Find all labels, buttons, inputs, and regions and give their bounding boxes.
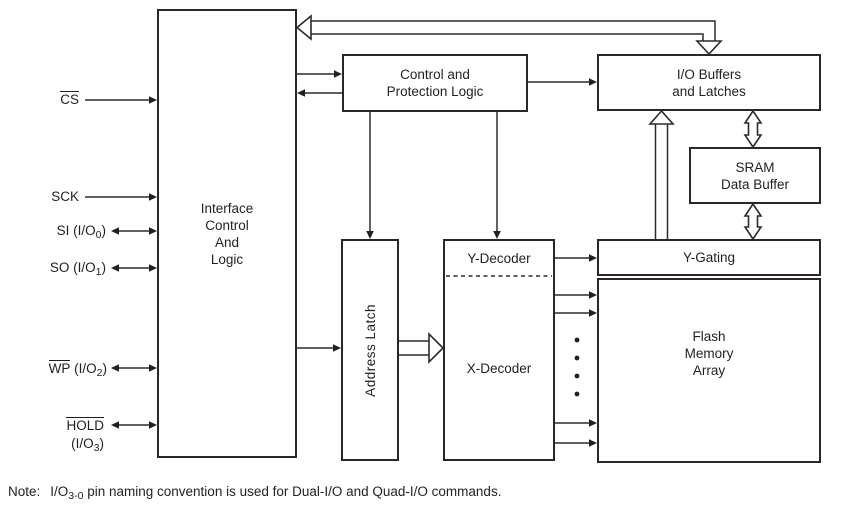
wp-overline-text: WP xyxy=(48,360,71,376)
y-gating-label: Y-Gating xyxy=(682,250,736,265)
x-decoder-label: X-Decoder xyxy=(466,361,532,376)
addresslatch-to-decoder-arrow xyxy=(399,332,445,364)
so-close: ) xyxy=(101,260,107,275)
block-y-gating: Y-Gating xyxy=(597,239,821,276)
control-label-line2: Protection Logic xyxy=(386,84,484,99)
interface-label-line2: Control xyxy=(205,217,249,233)
hold-pin-arrow xyxy=(111,421,157,429)
cs-pin-arrow xyxy=(85,96,157,104)
sram-label-line1: SRAM xyxy=(735,159,775,175)
si-text: SI (I/O xyxy=(56,223,96,238)
block-sram-data-buffer: SRAM Data Buffer xyxy=(689,147,821,204)
interface-control-arrows xyxy=(297,70,342,97)
control-down-arrows xyxy=(366,112,501,239)
block-flash-memory-array: Flash Memory Array xyxy=(597,278,821,463)
iobuffers-sram-arrow xyxy=(743,109,763,149)
flash-label-line3: Array xyxy=(692,363,726,378)
wp-close: ) xyxy=(102,361,108,376)
interface-label-line3: And xyxy=(214,234,240,250)
si-sub: 0 xyxy=(95,229,102,241)
block-address-latch: Address Latch xyxy=(341,239,399,461)
wp-pin-arrow xyxy=(111,364,157,372)
pin-label-hold: HOLD (I/O3) xyxy=(14,417,104,458)
address-latch-label: Address Latch xyxy=(362,303,378,397)
top-bus-arrow xyxy=(295,14,723,56)
pin-label-sck: SCK xyxy=(21,189,79,205)
hold-io-text: (I/O xyxy=(71,436,94,451)
note-prefix: Note: xyxy=(8,484,41,499)
wp-sub: 2 xyxy=(96,367,103,379)
hold-overline-text: HOLD xyxy=(66,417,104,433)
block-io-buffers-latches: I/O Buffers and Latches xyxy=(597,54,821,111)
note-text: Note: I/O3-0 pin naming convention is use… xyxy=(8,484,501,502)
interface-label-line1: Interface xyxy=(200,200,254,216)
decoder-output-arrows xyxy=(555,254,597,447)
note-io: I/O xyxy=(50,484,69,499)
interface-to-addresslatch-arrow xyxy=(297,344,341,352)
hold-sub: 3 xyxy=(93,442,100,454)
cs-overline-text: CS xyxy=(60,91,79,107)
note-body: pin naming convention is used for Dual-I… xyxy=(83,484,502,499)
control-to-iobuffers-arrow xyxy=(528,78,597,86)
si-pin-arrow xyxy=(111,227,157,235)
block-control-protection-logic: Control and Protection Logic xyxy=(342,54,528,112)
note-sub: 3-0 xyxy=(68,490,84,502)
pin-label-wp: WP (I/O2) xyxy=(14,360,107,381)
io-buffers-label-line2: and Latches xyxy=(672,83,746,99)
so-sub: 1 xyxy=(95,266,102,278)
io-buffers-label-line1: I/O Buffers xyxy=(676,66,742,82)
pin-label-cs: CS xyxy=(21,91,79,108)
flash-label-line2: Memory xyxy=(684,346,734,361)
si-close: ) xyxy=(101,223,107,238)
control-label-line1: Control and xyxy=(400,67,470,82)
sram-ygating-arrow xyxy=(743,202,763,241)
pin-label-so: SO (I/O1) xyxy=(14,260,106,280)
interface-label-line4: Logic xyxy=(210,251,244,267)
pin-label-si: SI (I/O0) xyxy=(14,223,106,243)
hold-close: ) xyxy=(99,436,105,451)
ygating-to-iobuffers-arrow xyxy=(648,109,675,239)
block-decoder: Y-Decoder X-Decoder xyxy=(443,239,555,461)
flash-label-line1: Flash xyxy=(692,329,726,344)
sram-label-line2: Data Buffer xyxy=(720,176,790,192)
wp-text: (I/O xyxy=(70,361,97,376)
so-text: SO (I/O xyxy=(49,260,96,275)
so-pin-arrow xyxy=(111,264,157,272)
sck-pin-arrow xyxy=(85,193,157,201)
sck-text: SCK xyxy=(51,189,79,204)
block-interface-control-logic: Interface Control And Logic xyxy=(157,9,297,458)
y-decoder-label: Y-Decoder xyxy=(467,251,531,266)
